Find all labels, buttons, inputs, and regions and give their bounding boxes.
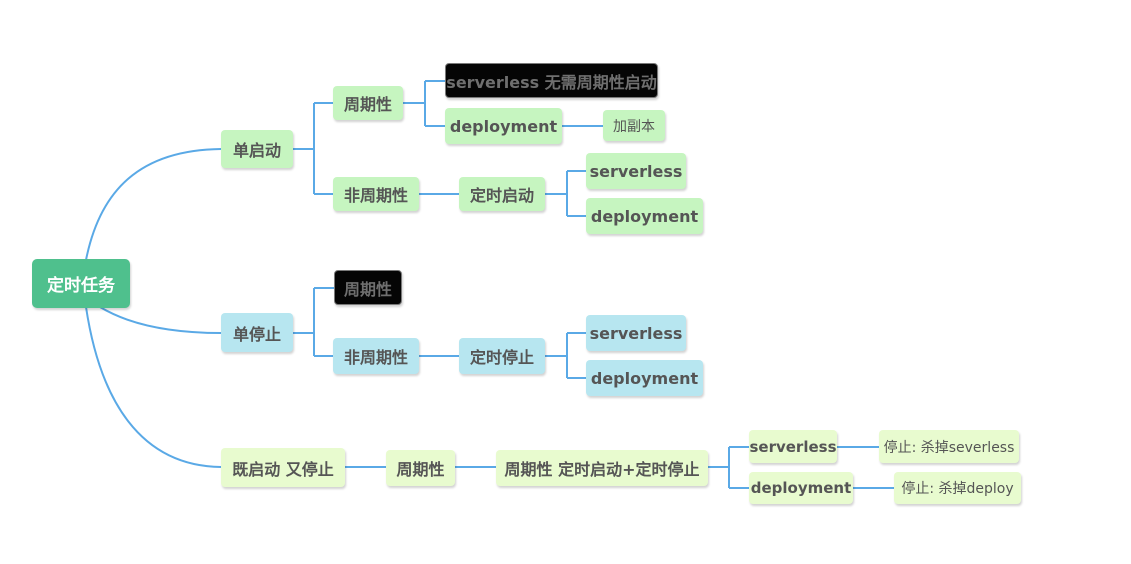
scheduled-stop-node[interactable]: 定时停止 xyxy=(459,338,545,374)
start-and-stop-node[interactable]: 既启动 又停止 xyxy=(221,448,345,487)
start-nonperiodic-node[interactable]: 非周期性 xyxy=(333,177,419,211)
kill-serverless-node[interactable]: 停止: 杀掉severless xyxy=(879,430,1019,463)
scheduled-start-node[interactable]: 定时启动 xyxy=(459,177,545,211)
stop-only-node[interactable]: 单停止 xyxy=(221,313,293,352)
scheduled-stop-connector xyxy=(545,332,586,379)
scheduled-start-connector xyxy=(545,170,586,217)
root-to-both-connector xyxy=(85,306,222,468)
start-only-connector xyxy=(293,102,333,195)
stop-nonperiodic-deployment-node[interactable]: deployment xyxy=(586,360,703,396)
start-nonperiodic-serverless-node[interactable]: serverless xyxy=(586,153,686,189)
stop-only-connector xyxy=(293,287,334,357)
kill-deploy-node[interactable]: 停止: 杀掉deploy xyxy=(894,472,1021,504)
add-replica-node[interactable]: 加副本 xyxy=(603,110,665,141)
stop-nonperiodic-serverless-node[interactable]: serverless xyxy=(586,315,686,351)
root-to-start-connector xyxy=(85,148,222,261)
both-serverless-node[interactable]: serverless xyxy=(749,430,837,463)
root-to-stop-connector xyxy=(99,306,222,334)
start-periodic-connector xyxy=(403,80,445,127)
both-periodic-node[interactable]: 周期性 xyxy=(386,450,455,486)
start-nonperiodic-deployment-node[interactable]: deployment xyxy=(586,198,703,234)
action-connector xyxy=(708,446,749,489)
both-deployment-node[interactable]: deployment xyxy=(749,472,853,504)
periodic-start-stop-node[interactable]: 周期性 定时启动+定时停止 xyxy=(496,450,708,486)
start-periodic-deployment-node[interactable]: deployment xyxy=(445,108,562,144)
root-node[interactable]: 定时任务 xyxy=(32,259,130,308)
stop-nonperiodic-node[interactable]: 非周期性 xyxy=(333,338,419,374)
start-periodic-serverless-node[interactable]: serverless 无需周期性启动 xyxy=(445,63,658,98)
stop-periodic-node[interactable]: 周期性 xyxy=(334,270,402,305)
start-only-node[interactable]: 单启动 xyxy=(221,130,293,168)
start-periodic-node[interactable]: 周期性 xyxy=(333,86,403,120)
